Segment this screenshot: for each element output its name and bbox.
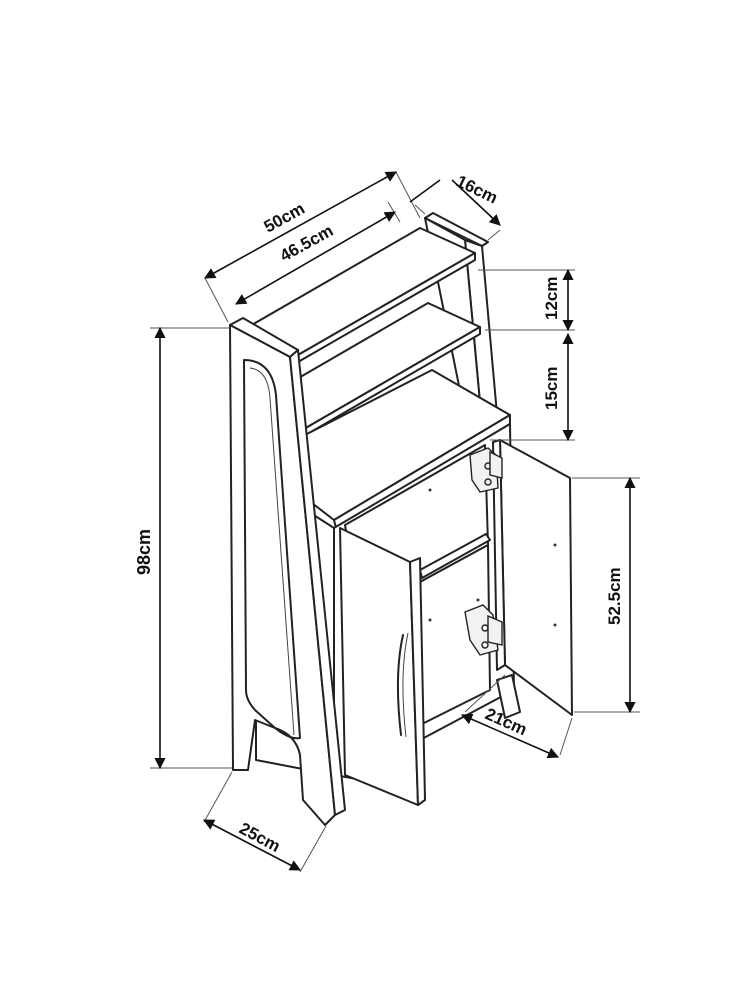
cabinet-drawing <box>229 212 573 826</box>
left-door <box>339 527 426 806</box>
right-foot <box>496 674 521 719</box>
hinge-lower <box>464 604 503 656</box>
dim-label-shelf-gap-lower: 15cm <box>542 367 561 410</box>
dim-label-top-depth: 16cm <box>453 172 500 208</box>
dim-label-door-height: 52.5cm <box>605 567 624 625</box>
dim-label-base-depth: 25cm <box>236 819 283 856</box>
right-door <box>492 439 573 716</box>
dim-label-height-total: 98cm <box>134 529 154 575</box>
door-handle <box>396 634 404 736</box>
dim-label-shelf-gap-upper: 12cm <box>542 277 561 320</box>
front-left-leg <box>229 317 346 826</box>
dim-label-width-outer: 50cm <box>261 199 308 237</box>
hinge-upper <box>469 447 503 493</box>
